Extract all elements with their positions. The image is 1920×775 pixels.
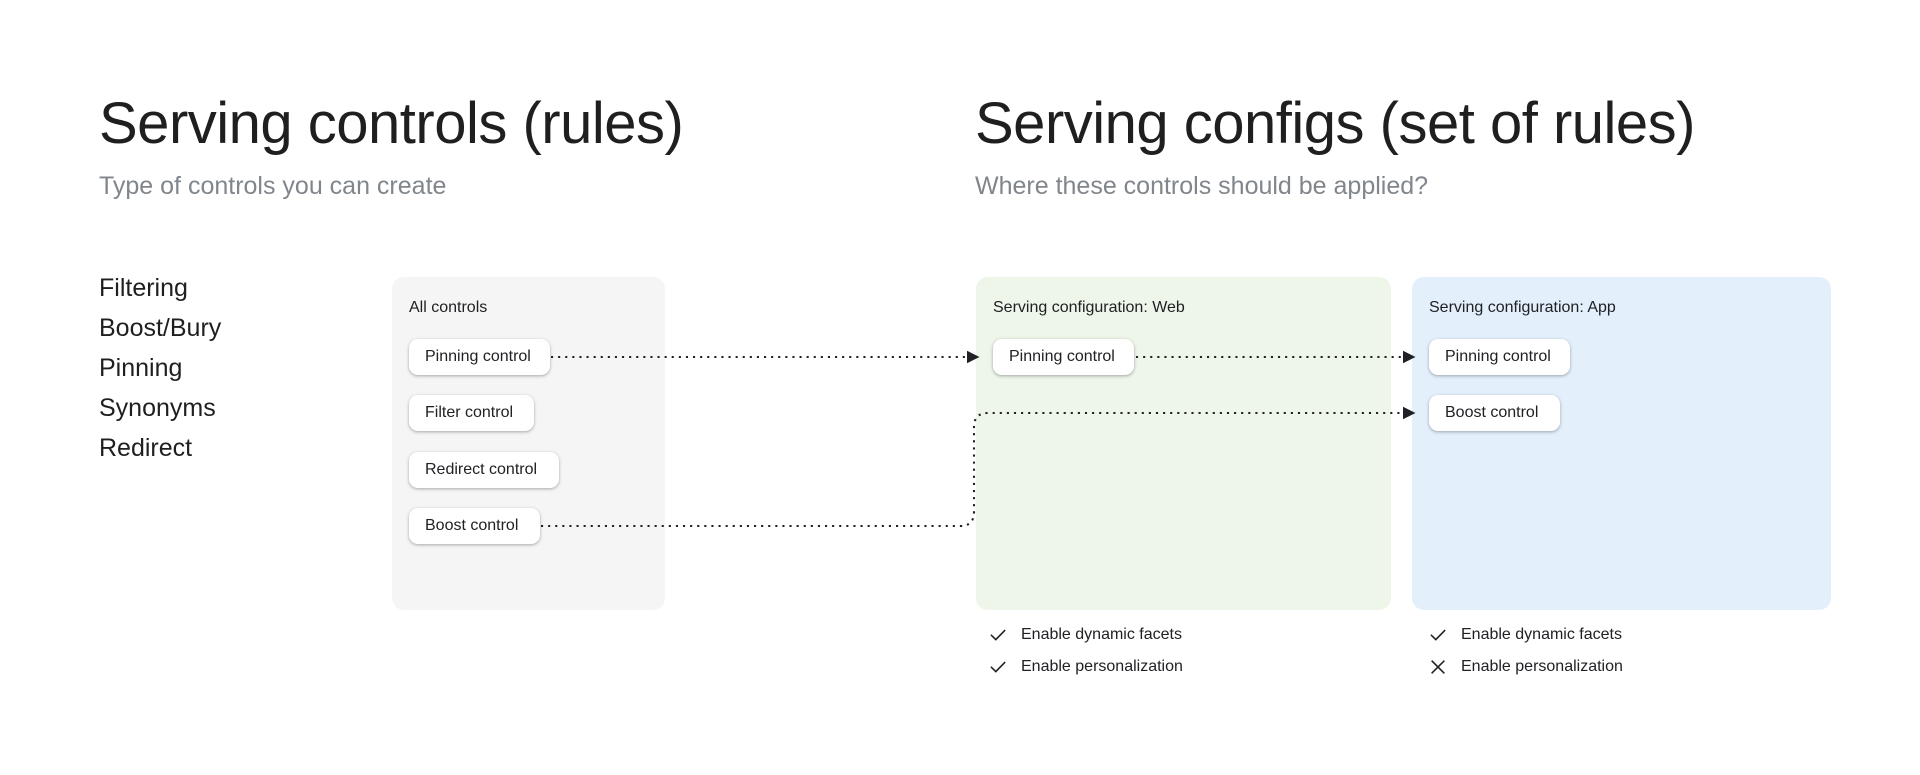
panel-web-title: Serving configuration: Web [993,299,1185,316]
control-type-item: Filtering [99,274,188,302]
feature-label: Enable personalization [1461,658,1623,675]
panel-serving-config-app [1412,277,1831,610]
feature-web-dynamic-facets: Enable dynamic facets [988,625,1182,645]
panel-app-title: Serving configuration: App [1429,299,1616,316]
feature-label: Enable personalization [1021,658,1183,675]
feature-label: Enable dynamic facets [1461,626,1622,643]
chip-web-pinning-control[interactable]: Pinning control [993,339,1134,375]
feature-app-personalization: Enable personalization [1428,657,1623,677]
left-column-header: Serving controls (rules) Type of control… [99,91,684,200]
check-icon [988,625,1008,645]
left-column-subtitle: Type of controls you can create [99,172,447,200]
chip-app-pinning-control[interactable]: Pinning control [1429,339,1570,375]
feature-app-dynamic-facets: Enable dynamic facets [1428,625,1622,645]
panel-all-controls-title: All controls [409,299,488,316]
cross-icon [1428,657,1448,677]
control-type-item: Synonyms [99,394,216,422]
control-type-item: Boost/Bury [99,314,222,342]
chip-app-boost-control[interactable]: Boost control [1429,395,1560,431]
right-column-title: Serving configs (set of rules) [975,91,1695,156]
control-type-list: Filtering Boost/Bury Pinning Synonyms Re… [99,268,221,468]
check-icon [1428,625,1448,645]
control-type-item: Pinning [99,354,183,382]
chip-all-pinning-control[interactable]: Pinning control [409,339,550,375]
feature-web-personalization: Enable personalization [988,657,1183,677]
chip-all-redirect-control[interactable]: Redirect control [409,452,559,488]
chip-all-boost-control[interactable]: Boost control [409,508,540,544]
feature-label: Enable dynamic facets [1021,626,1182,643]
control-type-item: Redirect [99,434,193,462]
right-column-header: Serving configs (set of rules) Where the… [975,95,1695,199]
panel-all-controls [392,277,665,610]
right-column-subtitle: Where these controls should be applied? [975,172,1429,200]
left-column-title: Serving controls (rules) [99,91,684,156]
chip-all-filter-control[interactable]: Filter control [409,395,534,431]
check-icon [988,657,1008,677]
panel-serving-config-web [976,277,1391,610]
